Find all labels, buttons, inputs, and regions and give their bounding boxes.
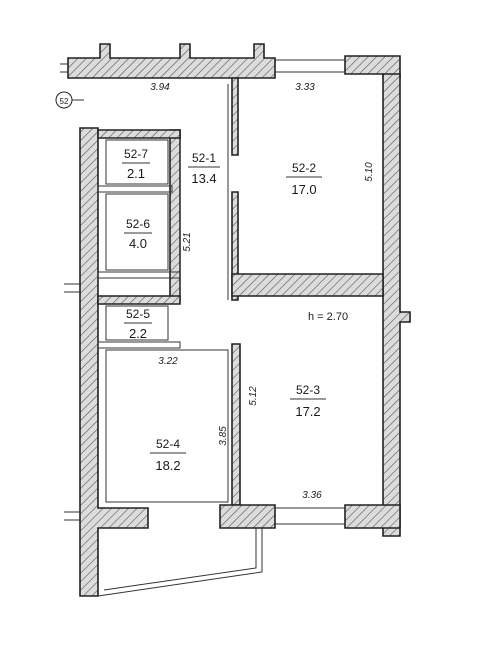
exterior-wall-right (382, 73, 411, 537)
bottom-wall-right (344, 504, 401, 529)
room-outline-52-4 (105, 349, 229, 503)
small-rooms-wall-top (97, 129, 181, 139)
room-52-7: 52-7 2.1 (122, 147, 150, 181)
room-52-3: 52-3 17.2 (290, 383, 326, 419)
room-area: 2.2 (129, 326, 147, 341)
partition-52-2-52-3 (231, 273, 384, 297)
room-area: 18.2 (155, 458, 180, 473)
dim-room3-vertical: 5.12 (248, 386, 259, 406)
small-rooms-wall-right (169, 129, 181, 301)
room-area: 4.0 (129, 236, 147, 251)
room-outline-52-5 (105, 305, 169, 341)
room-id: 52-2 (292, 161, 316, 175)
wall-52-6-corridor (97, 271, 181, 279)
room-52-2: 52-2 17.0 (286, 161, 322, 197)
room-id: 52-4 (156, 437, 180, 451)
wall-52-7-52-6 (97, 185, 173, 193)
dim-top-left: 3.94 (150, 82, 170, 93)
room-area: 17.2 (295, 404, 320, 419)
room-area: 2.1 (127, 166, 145, 181)
room-id: 52-1 (192, 151, 216, 165)
room-52-6: 52-6 4.0 (124, 217, 152, 251)
section-marker-label: 52 (60, 97, 69, 106)
room-area: 13.4 (191, 171, 216, 186)
dim-corridor-vertical: 5.21 (182, 232, 193, 251)
balcony-outline (97, 528, 263, 597)
room-52-5: 52-5 2.2 (124, 307, 152, 341)
room-id: 52-7 (124, 147, 148, 161)
dim-bottom-right: 3.36 (302, 490, 322, 501)
room-outline-52-6 (105, 193, 169, 271)
room-52-1: 52-1 13.4 (188, 151, 220, 186)
bottom-wall-left (219, 504, 276, 529)
partition-52-3-corridor (231, 343, 241, 506)
wall-block-mid (97, 295, 181, 305)
room-id: 52-5 (126, 307, 150, 321)
dim-right-vertical: 5.10 (364, 162, 375, 182)
partition-52-1-52-2-lower (231, 191, 239, 301)
wall-52-5-lower (97, 341, 181, 349)
room-id: 52-3 (296, 383, 320, 397)
exterior-wall-left (79, 127, 149, 597)
room-52-4: 52-4 18.2 (150, 437, 186, 473)
partition-52-1-52-2 (231, 77, 239, 156)
room-outline-52-7 (105, 139, 169, 185)
room-id: 52-6 (126, 217, 150, 231)
dim-room4-vertical: 3.85 (218, 426, 229, 446)
exterior-wall-top (67, 43, 276, 79)
dim-middle-horizontal: 3.22 (158, 356, 178, 367)
dim-top-right: 3.33 (295, 82, 315, 93)
ceiling-height: h = 2.70 (308, 311, 348, 323)
room-area: 17.0 (291, 182, 316, 197)
balcony-outline-inner (103, 528, 257, 591)
